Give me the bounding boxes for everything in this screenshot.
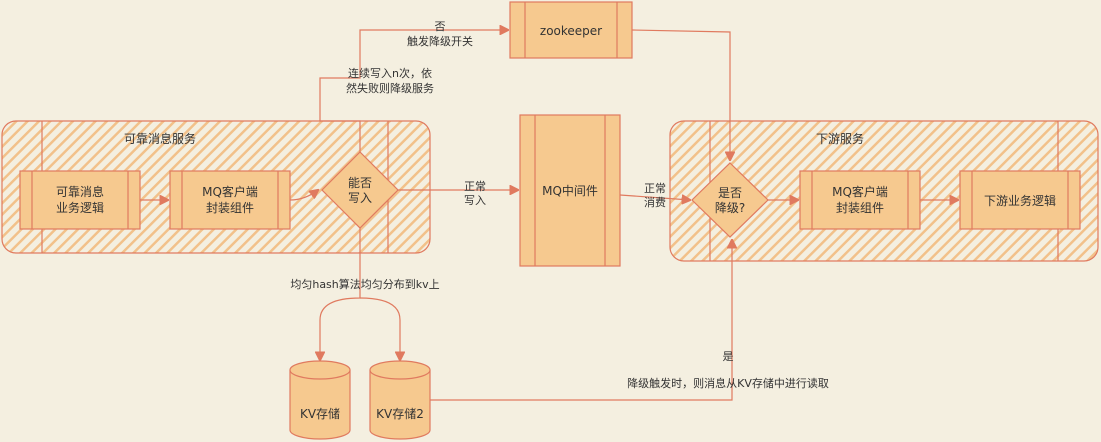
can-write-label-2: 写入 <box>348 191 372 205</box>
zookeeper-node: zookeeper <box>509 1 633 59</box>
mq-middleware-node: MQ中间件 <box>519 114 621 267</box>
normal-consume-label-2: 消费 <box>644 195 666 209</box>
edge-hash-kv1 <box>320 228 361 360</box>
is-degrade-label-2: 降级? <box>715 201 745 215</box>
mq-client-label-1: MQ客户端 <box>202 184 258 199</box>
is-degrade-label-1: 是否 <box>718 186 742 200</box>
mq-client-node: MQ客户端 封装组件 <box>169 170 291 230</box>
downstream-logic-label: 下游业务逻辑 <box>984 193 1056 208</box>
downstream-service-title: 下游服务 <box>816 131 864 146</box>
yes-label: 是 <box>723 350 734 363</box>
read-kv-label: 降级触发时，则消息从KV存储中进行读取 <box>627 376 829 390</box>
edges <box>140 29 958 401</box>
edge-zk-to-decision <box>631 29 730 160</box>
kv1-label: KV存储 <box>300 406 340 421</box>
retry-label-2: 然失败则降级服务 <box>346 81 434 95</box>
can-write-label-1: 能否 <box>348 176 372 190</box>
normal-write-label-1: 正常 <box>464 180 486 193</box>
no-label: 否 <box>435 20 446 33</box>
kv-storage-2: KV存储2 <box>369 360 431 440</box>
mq-client-label-2: 封装组件 <box>206 201 254 215</box>
normal-consume-label-1: 正常 <box>644 182 666 195</box>
retry-label-1: 连续写入n次，依 <box>348 66 432 80</box>
degrade-switch-label: 触发降级开关 <box>407 34 473 48</box>
normal-write-label-2: 写入 <box>464 194 486 207</box>
is-degrade-decision: 是否 降级? <box>691 162 769 238</box>
hash-label: 均匀hash算法均匀分布到kv上 <box>290 277 439 291</box>
reliable-service-title: 可靠消息服务 <box>124 131 196 146</box>
mq-middleware-label: MQ中间件 <box>542 183 598 198</box>
kv-storage-1: KV存储 <box>289 360 351 440</box>
edge-client-to-decision <box>289 190 318 201</box>
edge-kv-read <box>430 240 732 401</box>
reliable-logic-label-1: 可靠消息 <box>56 184 104 199</box>
edge-degrade-switch <box>319 30 508 152</box>
zookeeper-label: zookeeper <box>540 24 602 38</box>
edge-hash-kv2 <box>359 297 400 360</box>
kv2-label: KV存储2 <box>376 406 424 421</box>
mq-client2-label-2: 封装组件 <box>836 201 884 215</box>
mq-client2-node: MQ客户端 封装组件 <box>799 170 921 230</box>
reliable-logic-label-2: 业务逻辑 <box>56 200 104 215</box>
edge-normal-consume <box>619 194 690 200</box>
can-write-decision: 能否 写入 <box>321 151 399 229</box>
mq-client2-label-1: MQ客户端 <box>832 184 888 199</box>
reliable-logic-node: 可靠消息 业务逻辑 <box>19 170 141 230</box>
downstream-logic-node: 下游业务逻辑 <box>959 170 1081 230</box>
